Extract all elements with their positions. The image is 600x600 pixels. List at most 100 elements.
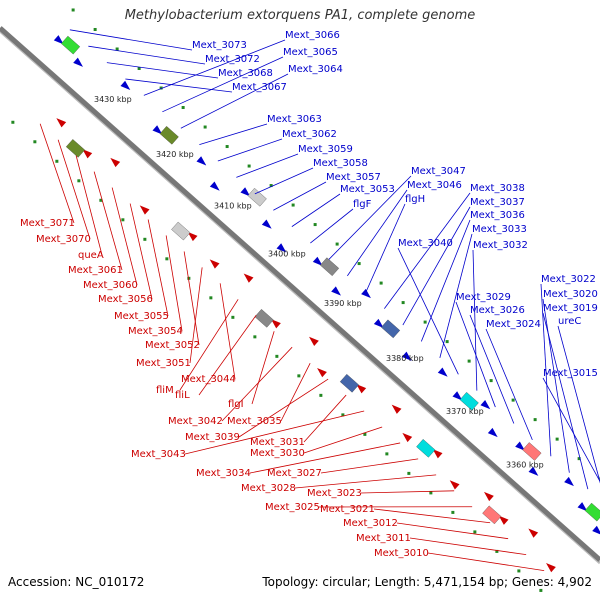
reverse-gene-label: Mext_3030 xyxy=(250,448,305,459)
forward-gene-label: Mext_3065 xyxy=(283,47,338,58)
forward-gene-label: Mext_3047 xyxy=(411,166,466,177)
feature-box xyxy=(320,257,340,276)
tick-dot xyxy=(11,120,15,124)
reverse-gene-arrow xyxy=(309,336,319,346)
leader-line xyxy=(485,328,533,441)
reverse-gene-arrow xyxy=(139,205,150,215)
tick-dot xyxy=(137,67,141,71)
reverse-gene-label: fliL xyxy=(175,390,190,401)
reverse-gene-arrow xyxy=(110,157,121,168)
leader-line xyxy=(396,522,509,540)
leader-line xyxy=(236,153,299,178)
tick-dot xyxy=(55,159,59,163)
leader-line xyxy=(273,181,327,211)
leader-line xyxy=(280,362,311,422)
leader-line xyxy=(360,490,455,494)
forward-gene-label: Mext_3064 xyxy=(288,64,343,75)
leader-line xyxy=(427,552,545,572)
tick-dot xyxy=(451,510,455,514)
tick-dot xyxy=(269,184,273,188)
reverse-gene-arrow xyxy=(484,491,494,502)
forward-gene-label: Mext_3036 xyxy=(470,210,525,221)
leader-line xyxy=(57,139,91,240)
reverse-gene-label: Mext_3071 xyxy=(20,218,75,229)
reverse-gene-arrow xyxy=(449,480,460,490)
reverse-gene-label: Mext_3025 xyxy=(265,502,320,513)
feature-box xyxy=(61,35,81,55)
forward-gene-label: flgF xyxy=(353,199,372,210)
tick-dot xyxy=(495,549,499,553)
forward-gene-label: Mext_3037 xyxy=(470,197,525,208)
forward-gene-arrow xyxy=(528,466,539,476)
leader-line xyxy=(291,193,341,227)
leader-line xyxy=(303,426,383,454)
feature-box xyxy=(416,439,436,458)
reverse-gene-arrow xyxy=(356,384,367,394)
leader-line xyxy=(75,155,103,256)
tick-dot xyxy=(517,569,521,573)
forward-gene-label: Mext_3066 xyxy=(285,30,340,41)
forward-gene-label: Mext_3029 xyxy=(456,292,511,303)
forward-gene-arrow xyxy=(361,288,371,299)
reverse-gene-label: queA xyxy=(78,250,104,261)
tick-dot xyxy=(313,223,317,227)
leader-line xyxy=(179,299,239,391)
tick-dot xyxy=(319,393,323,397)
feature-box xyxy=(381,319,401,339)
kbp-tick-label: 3430 kbp xyxy=(94,95,132,104)
leader-line xyxy=(472,249,478,391)
leader-line xyxy=(183,251,200,346)
leader-line xyxy=(542,377,600,483)
reverse-gene-label: Mext_3011 xyxy=(356,533,411,544)
leader-line xyxy=(221,346,293,422)
leader-line xyxy=(365,203,406,293)
tick-dot xyxy=(187,276,191,280)
reverse-gene-arrow xyxy=(243,273,254,283)
forward-gene-label: Mext_3020 xyxy=(543,289,598,300)
reverse-gene-arrow xyxy=(317,367,327,378)
reverse-gene-label: Mext_3060 xyxy=(83,280,138,291)
forward-gene-arrow xyxy=(312,256,323,266)
kbp-tick-label: 3420 kbp xyxy=(156,150,194,159)
forward-gene-label: Mext_3053 xyxy=(340,184,395,195)
tick-dot xyxy=(539,588,543,592)
tick-dot xyxy=(143,237,147,241)
tick-dot xyxy=(33,140,37,144)
tick-dot xyxy=(159,86,163,90)
tick-dot xyxy=(115,47,119,51)
forward-gene-arrow xyxy=(452,391,463,401)
tick-dot xyxy=(467,359,471,363)
accession-label: Accession: NC_010172 xyxy=(8,575,145,589)
tick-dot xyxy=(99,198,103,202)
leader-line xyxy=(310,208,354,244)
reverse-gene-label: Mext_3056 xyxy=(98,294,153,305)
feature-box xyxy=(339,374,359,393)
forward-gene-label: Mext_3073 xyxy=(192,40,247,51)
leader-line xyxy=(540,283,552,457)
tick-dot xyxy=(363,432,367,436)
reverse-gene-arrow xyxy=(56,118,67,128)
reverse-gene-label: Mext_3061 xyxy=(68,265,123,276)
forward-gene-label: Mext_3024 xyxy=(486,319,541,330)
tick-dot xyxy=(275,354,279,358)
reverse-gene-label: Mext_3055 xyxy=(114,311,169,322)
forward-gene-label: Mext_3072 xyxy=(205,54,260,65)
leader-line xyxy=(238,378,329,438)
feature-box xyxy=(254,309,274,328)
leader-line xyxy=(219,283,236,380)
forward-gene-arrow xyxy=(152,125,163,135)
tick-dot xyxy=(335,242,339,246)
reverse-gene-label: Mext_3044 xyxy=(181,374,236,385)
reverse-gene-label: Mext_3042 xyxy=(168,416,223,427)
leader-line xyxy=(409,537,527,556)
leader-line xyxy=(294,474,437,489)
tick-dot xyxy=(209,296,213,300)
reverse-gene-label: fliM xyxy=(156,385,174,396)
tick-dot xyxy=(77,179,81,183)
reverse-gene-label: Mext_3031 xyxy=(250,437,305,448)
tick-dot xyxy=(247,164,251,168)
forward-gene-arrow xyxy=(401,351,412,361)
leader-line xyxy=(88,45,206,65)
reverse-gene-arrow xyxy=(546,562,556,573)
reverse-gene-label: Mext_3010 xyxy=(374,548,429,559)
